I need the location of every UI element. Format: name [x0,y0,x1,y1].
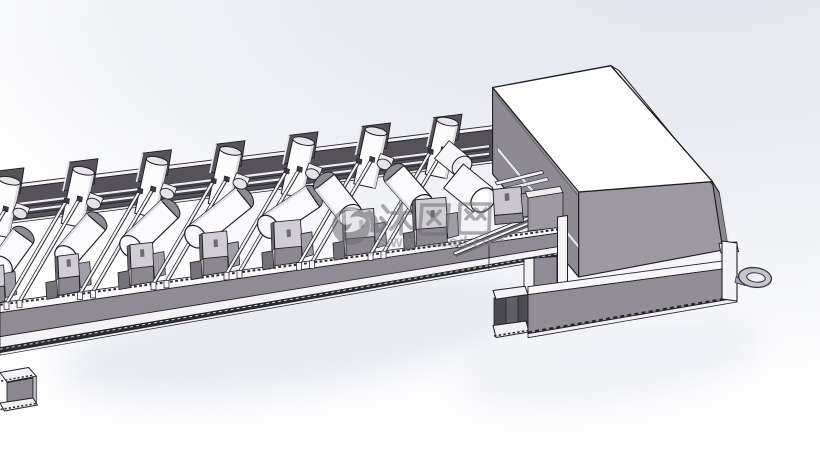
svg-text:www.mfcad.com: www.mfcad.com [377,234,506,251]
